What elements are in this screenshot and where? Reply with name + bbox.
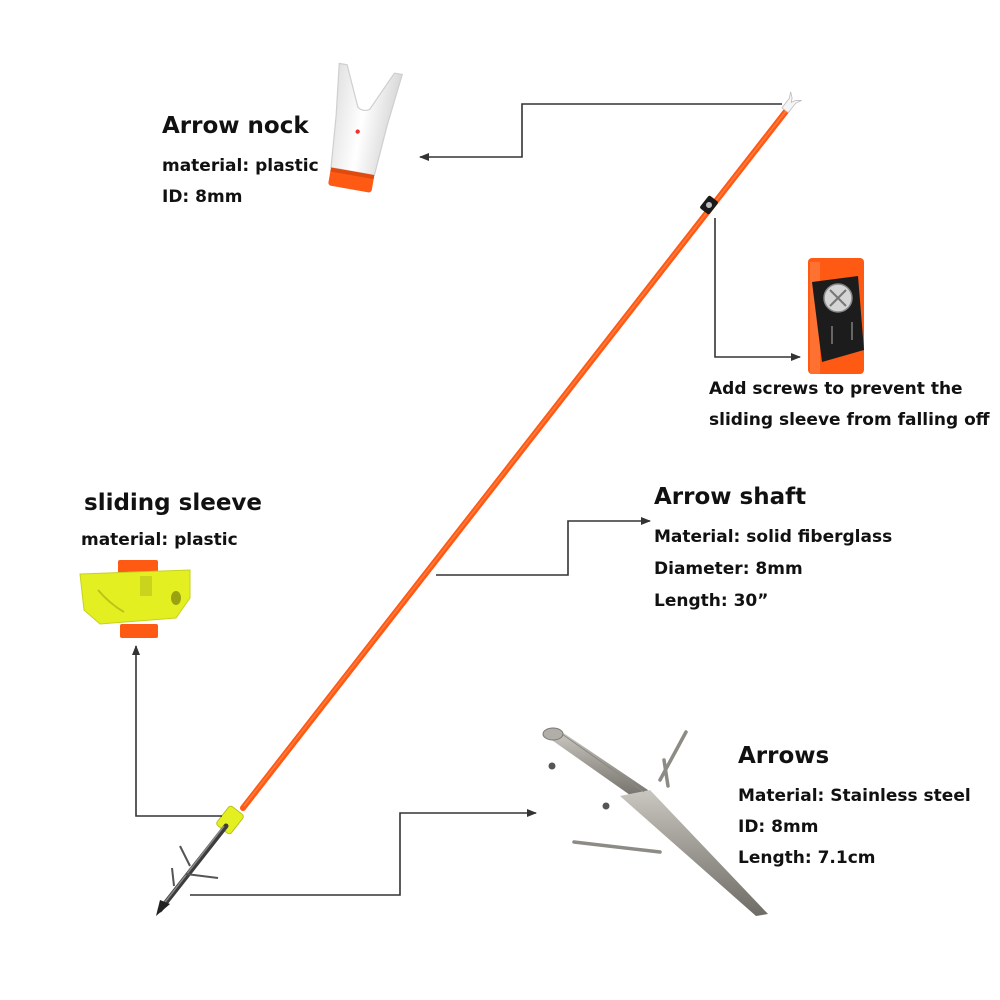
shaft-diameter: Diameter: 8mm [654,559,803,579]
screw-leader [714,218,801,361]
sleeve-title: sliding sleeve [84,490,263,516]
screw-detail-image [808,258,864,374]
nock-leader [419,103,782,161]
sleeve-detail-image [79,560,191,638]
shaft-nock [781,91,802,114]
full-arrow [156,91,802,916]
shaft-screw-clip [700,195,718,215]
sleeve-material: material: plastic [81,530,238,550]
arrows-id: ID: 8mm [738,817,819,837]
arrowhead-leader [190,809,537,896]
nock-detail-image [328,62,404,193]
sleeve-leader [132,645,222,817]
nock-id: ID: 8mm [162,187,243,207]
shaft-steel-tip [157,823,229,913]
shaft-length: Length: 30” [654,591,769,611]
shaft-title: Arrow shaft [654,484,807,510]
nock-title: Arrow nock [162,113,309,139]
screw-note-line1: Add screws to prevent the [709,379,963,399]
callout-leaders [132,103,801,896]
shaft-leader [436,517,651,576]
shaft-material: Material: solid fiberglass [654,527,893,547]
nock-material: material: plastic [162,156,319,176]
arrows-length: Length: 7.1cm [738,848,876,868]
arrows-material: Material: Stainless steel [738,786,971,806]
arrowhead-detail-image [542,727,768,916]
arrows-title: Arrows [738,743,830,769]
screw-note-line2: sliding sleeve from falling off [709,410,990,430]
